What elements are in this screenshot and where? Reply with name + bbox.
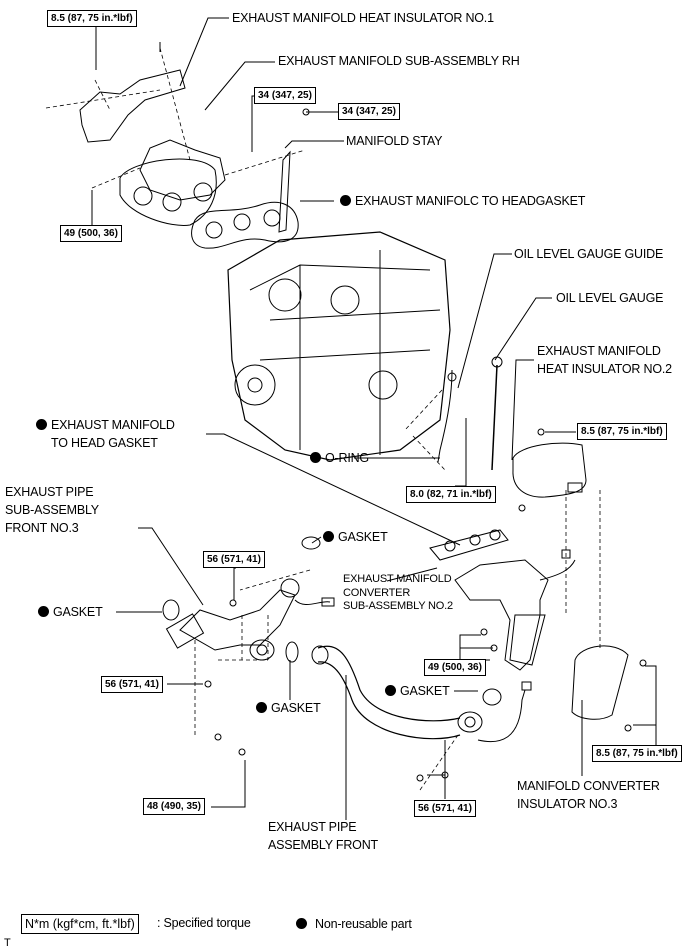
torque-spec: 56 (571, 41) [414, 800, 476, 817]
label-oil-gauge: OIL LEVEL GAUGE [556, 291, 664, 305]
label-gasket: GASKET [38, 603, 103, 621]
label-line: FRONT NO.3 [5, 521, 79, 535]
non-reusable-icon [38, 606, 49, 617]
label-manifold-stay: MANIFOLD STAY [346, 134, 443, 148]
non-reusable-icon [323, 531, 334, 542]
label-line: TO HEAD GASKET [51, 436, 158, 450]
legend-text: Non-reusable part [315, 917, 412, 931]
torque-spec: 49 (500, 36) [424, 659, 486, 676]
legend-torque-unit: N*m (kgf*cm, ft.*lbf) [21, 914, 139, 934]
non-reusable-icon [296, 918, 307, 929]
non-reusable-icon [340, 195, 351, 206]
torque-spec: 56 (571, 41) [101, 676, 163, 693]
legend-torque-desc: : Specified torque [157, 916, 251, 930]
non-reusable-icon [385, 685, 396, 696]
non-reusable-icon [310, 452, 321, 463]
label-line: SUB-ASSEMBLY [5, 503, 99, 517]
label-line: INSULATOR NO.3 [517, 797, 618, 811]
label-text: GASKET [53, 605, 103, 619]
label-pipe-front-3: EXHAUST PIPE SUB-ASSEMBLY FRONT NO.3 [5, 483, 99, 537]
label-text: GASKET [400, 684, 450, 698]
label-insulator-3: MANIFOLD CONVERTER INSULATOR NO.3 [517, 777, 660, 813]
label-line: SUB-ASSEMBLY NO.2 [343, 600, 453, 612]
non-reusable-icon [256, 702, 267, 713]
label-manifold-rh: EXHAUST MANIFOLD SUB-ASSEMBLY RH [278, 54, 520, 68]
torque-spec: 8.0 (82, 71 in.*lbf) [406, 486, 496, 503]
label-line: EXHAUST PIPE [268, 820, 357, 834]
leader-lines [91, 17, 657, 820]
label-text: GASKET [338, 530, 388, 544]
label-line: ASSEMBLY FRONT [268, 838, 378, 852]
label-line: MANIFOLD CONVERTER [517, 779, 660, 793]
torque-spec: 8.5 (87, 75 in.*lbf) [47, 10, 137, 27]
torque-spec: 8.5 (87, 75 in.*lbf) [592, 745, 682, 762]
label-head-gasket: EXHAUST MANIFOLD TO HEAD GASKET [36, 416, 175, 452]
label-text: GASKET [271, 701, 321, 715]
label-text: EXHAUST MANIFOLC TO HEADGASKET [355, 194, 586, 208]
label-line: EXHAUST MANIFOLD [537, 344, 661, 358]
corner-mark: T [4, 937, 11, 949]
torque-spec: 56 (571, 41) [203, 551, 265, 568]
label-line: EXHAUST MANIFOLD [343, 573, 452, 585]
label-heat-insulator-2: EXHAUST MANIFOLD HEAT INSULATOR NO.2 [537, 342, 672, 378]
label-line: CONVERTER [343, 586, 411, 599]
label-gasket: GASKET [385, 682, 450, 700]
torque-spec: 34 (347, 25) [338, 103, 400, 120]
legend-nonreusable: Non-reusable part [296, 915, 412, 933]
torque-spec: 49 (500, 36) [60, 225, 122, 242]
label-oil-gauge-guide: OIL LEVEL GAUGE GUIDE [514, 247, 664, 261]
torque-spec: 48 (490, 35) [143, 798, 205, 815]
label-heat-insulator-1: EXHAUST MANIFOLD HEAT INSULATOR NO.1 [232, 11, 494, 25]
label-line: EXHAUST PIPE [5, 485, 94, 499]
label-text: O-RING [325, 451, 369, 465]
non-reusable-icon [36, 419, 47, 430]
label-gasket: GASKET [256, 699, 321, 717]
label-o-ring: O-RING [310, 449, 369, 467]
label-pipe-front: EXHAUST PIPE ASSEMBLY FRONT [268, 818, 378, 854]
torque-spec: 8.5 (87, 75 in.*lbf) [577, 423, 667, 440]
label-line: EXHAUST MANIFOLD [51, 418, 175, 432]
label-gasket: GASKET [323, 528, 388, 546]
label-line: HEAT INSULATOR NO.2 [537, 362, 672, 376]
torque-spec: 34 (347, 25) [254, 87, 316, 104]
label-manifold-to-headgasket: EXHAUST MANIFOLC TO HEADGASKET [340, 192, 585, 210]
